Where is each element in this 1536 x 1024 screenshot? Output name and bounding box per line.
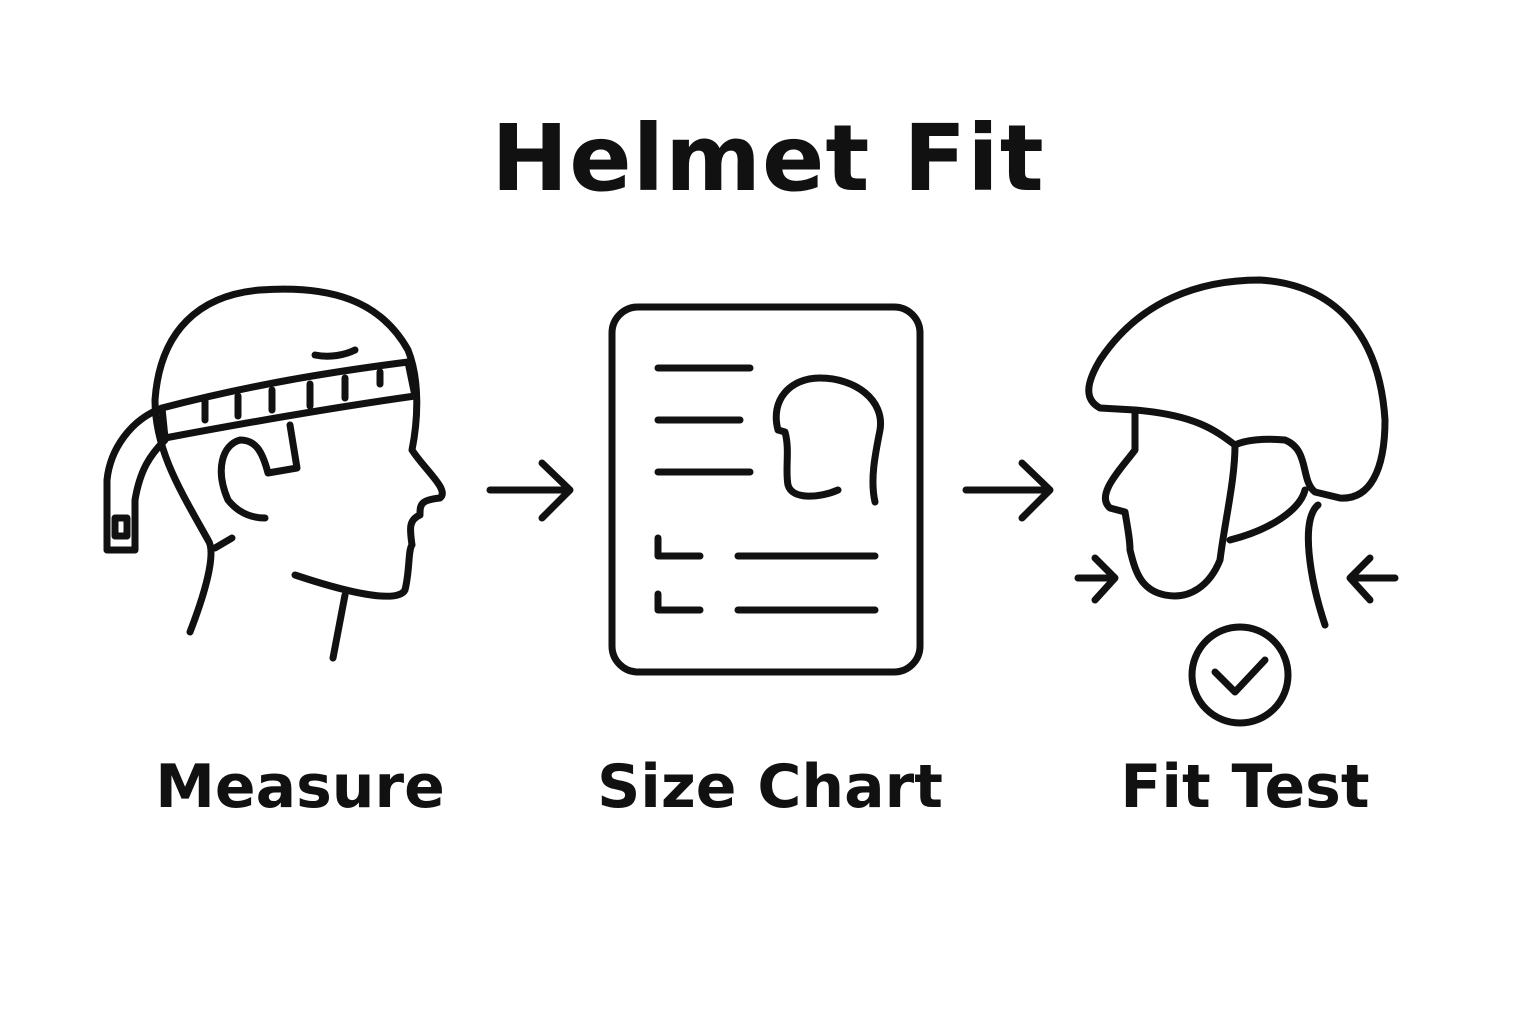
- helmet-fit-icon: [1074, 276, 1399, 727]
- arrow-right-icon: [486, 459, 574, 522]
- head-measure-icon: [103, 285, 446, 662]
- step-label-fit-test: Fit Test: [1120, 752, 1370, 822]
- size-chart-icon: [608, 303, 924, 676]
- step-label-measure: Measure: [155, 752, 445, 822]
- page-title: Helmet Fit: [491, 105, 1045, 212]
- arrow-right-icon: [962, 459, 1054, 522]
- step-label-size-chart: Size Chart: [597, 752, 943, 822]
